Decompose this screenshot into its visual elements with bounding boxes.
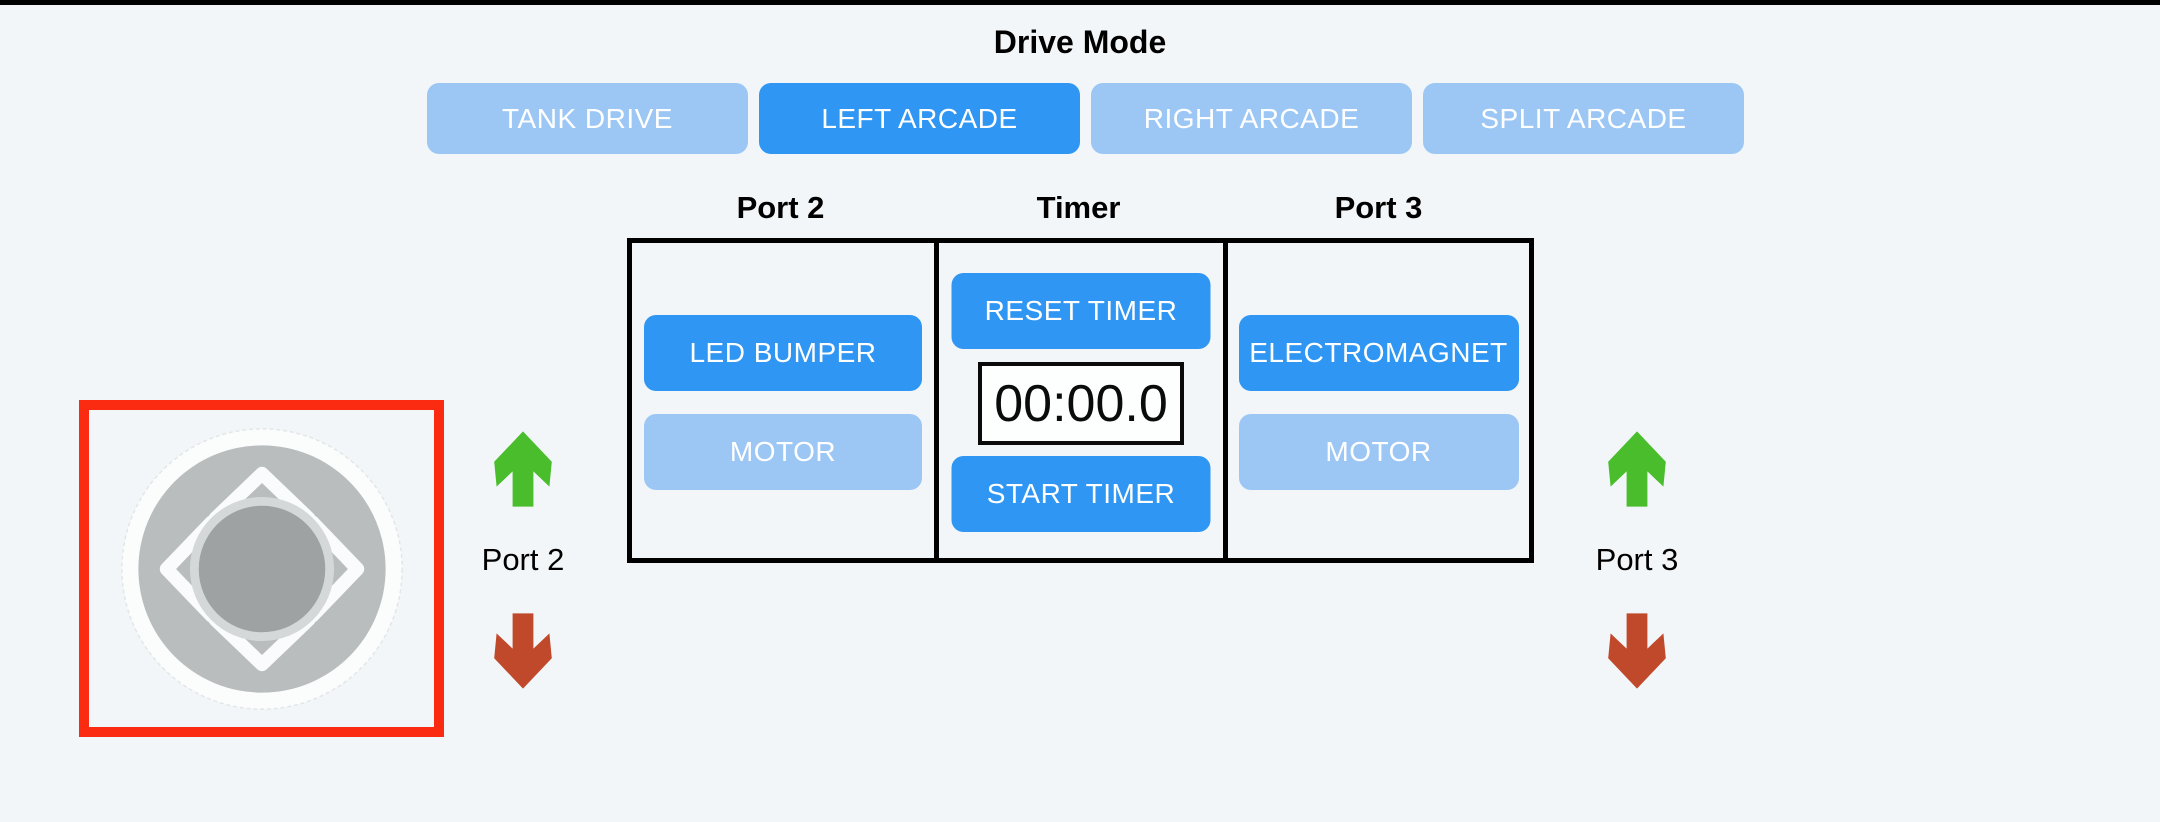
port3-indicator-label: Port 3	[1595, 542, 1679, 577]
panel-headers: Port 2 Timer Port 3	[627, 190, 1534, 226]
timer-header: Timer	[1036, 190, 1121, 225]
up-arrow-icon	[1608, 431, 1666, 507]
top-border-bar	[0, 0, 2160, 5]
start-timer-button[interactable]: START TIMER	[951, 456, 1211, 532]
joystick[interactable]	[116, 423, 408, 715]
reset-timer-button[interactable]: RESET TIMER	[951, 273, 1211, 349]
port3-header: Port 3	[1334, 190, 1423, 225]
drive-mode-selector: TANK DRIVE LEFT ARCADE RIGHT ARCADE SPLI…	[427, 83, 1744, 154]
mode-button-right-arcade[interactable]: RIGHT ARCADE	[1091, 83, 1412, 154]
mode-button-left-arcade[interactable]: LEFT ARCADE	[759, 83, 1080, 154]
port2-indicator-label: Port 2	[481, 542, 565, 577]
mode-button-split-arcade[interactable]: SPLIT ARCADE	[1423, 83, 1744, 154]
port2-cell: LED BUMPER MOTOR	[632, 243, 934, 558]
port2-direction-indicator: Port 2	[443, 427, 603, 693]
chevron-down-icon	[207, 612, 316, 671]
down-arrow-icon	[494, 613, 552, 689]
port2-header: Port 2	[736, 190, 825, 225]
electromagnet-button[interactable]: ELECTROMAGNET	[1238, 315, 1519, 391]
port2-motor-button[interactable]: MOTOR	[644, 414, 922, 490]
control-panel: LED BUMPER MOTOR RESET TIMER 00:00.0 STA…	[627, 238, 1534, 563]
page-title: Drive Mode	[993, 24, 1167, 60]
port3-direction-indicator: Port 3	[1557, 427, 1717, 693]
led-bumper-button[interactable]: LED BUMPER	[644, 315, 922, 391]
port3-motor-button[interactable]: MOTOR	[1238, 414, 1519, 490]
timer-display: 00:00.0	[978, 362, 1184, 445]
down-arrow-icon	[1608, 613, 1666, 689]
mode-button-tank-drive[interactable]: TANK DRIVE	[427, 83, 748, 154]
chevron-left-icon	[159, 514, 218, 623]
joystick-selection-box	[79, 400, 444, 737]
port3-cell: ELECTROMAGNET MOTOR	[1228, 243, 1529, 558]
chevron-right-icon	[305, 514, 364, 623]
timer-cell: RESET TIMER 00:00.0 START TIMER	[934, 243, 1228, 558]
chevron-up-icon	[207, 466, 316, 525]
up-arrow-icon	[494, 431, 552, 507]
joystick-knob[interactable]	[198, 505, 325, 632]
